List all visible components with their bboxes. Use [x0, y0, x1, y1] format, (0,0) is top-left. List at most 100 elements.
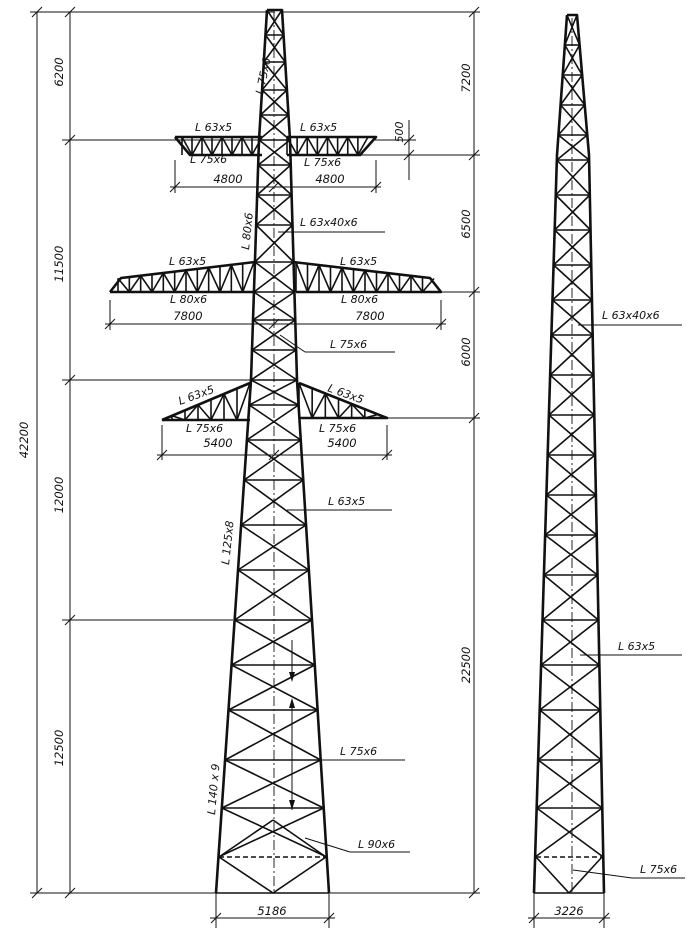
lattice-member: [352, 270, 366, 293]
lattice-member: [357, 136, 369, 156]
lattice-member: [410, 275, 424, 293]
lattice-member: [421, 277, 435, 293]
lattice-member: [243, 479, 307, 526]
lattice-member: [240, 479, 304, 526]
dim-left-2: 11500: [52, 246, 66, 283]
arm-mid-right-chord: L 63x5: [340, 255, 377, 268]
lattice-member: [337, 403, 353, 419]
leader-side-bottom: [572, 869, 633, 879]
lattice-member: [398, 275, 412, 293]
lattice-member: [544, 494, 597, 536]
lattice-member: [364, 270, 378, 293]
lattice-member: [151, 272, 165, 293]
lattice-member: [559, 74, 583, 106]
lattice-member: [255, 224, 295, 263]
arm-mid-right-span: 7800: [355, 309, 384, 323]
tower-side-view: 3226 L 63x40x6 L 63x5 L 75x6: [528, 13, 685, 928]
lattice-member: [197, 404, 212, 421]
lattice-member: [221, 807, 328, 858]
arm-top-right-span: 4800: [315, 172, 344, 186]
front-lattice: [218, 9, 328, 858]
arm-low-left-bottom: L 75x6: [186, 422, 223, 435]
arm-top-left-span: 4800: [213, 172, 242, 186]
lattice-member: [171, 415, 186, 421]
lattice-member: [237, 524, 307, 571]
arm-top: [169, 135, 382, 193]
lattice-member: [543, 534, 598, 576]
lattice-member: [250, 349, 297, 381]
arm-low-right-bottom: L 75x6: [319, 422, 356, 435]
lattice-member: [263, 61, 288, 91]
lattice-member: [551, 264, 592, 301]
lattice-member: [539, 664, 600, 711]
lattice-member: [326, 136, 339, 156]
lattice-member: [298, 382, 313, 419]
member-base-brace: L 90x6: [358, 838, 395, 851]
front-base: [210, 819, 335, 928]
arm-low-left-span: 5400: [203, 436, 232, 450]
arm-middle: [104, 260, 447, 330]
lattice-member: [191, 136, 203, 156]
lattice-member: [237, 569, 313, 621]
lattice-member: [549, 334, 594, 376]
lattice-member: [223, 393, 238, 421]
lattice-member: [336, 136, 349, 156]
lattice-member: [547, 414, 595, 456]
member-mast-upper: L 80x6: [239, 212, 256, 250]
lattice-member: [241, 136, 253, 156]
side-lattice: [534, 14, 604, 858]
lattice-member: [230, 264, 244, 293]
lattice-member: [241, 261, 255, 293]
side-member-bottom: L 75x6: [640, 863, 677, 876]
lattice-member: [540, 619, 599, 666]
lattice-member: [221, 759, 322, 809]
lattice-member: [542, 574, 599, 621]
top-arm-gap-dimension: [375, 120, 416, 180]
arm-top-left-chord: L 63x5: [195, 121, 232, 134]
leader-base-brace: [304, 837, 351, 853]
lattice-member: [364, 413, 379, 419]
lattice-member: [210, 393, 225, 421]
lattice-member: [341, 267, 355, 293]
lattice-member: [248, 404, 302, 441]
lattice-member: [306, 136, 319, 156]
arm-mid-right-bottom: L 80x6: [341, 293, 378, 306]
lattice-member: [243, 439, 302, 481]
lattice-member: [246, 439, 304, 481]
lattice-member: [311, 393, 327, 419]
side-member-middle: L 63x5: [618, 640, 655, 653]
dim-right-2: 6500: [459, 209, 473, 238]
lattice-member: [324, 393, 340, 419]
lattice-member: [562, 44, 581, 76]
arm-low-right-span: 5400: [327, 436, 356, 450]
lattice-member: [329, 267, 343, 293]
lattice-member: [295, 262, 309, 293]
lattice-member: [375, 272, 389, 293]
lattice-member: [266, 9, 285, 36]
lattice-member: [224, 759, 325, 809]
lattice-member: [224, 709, 318, 761]
dim-left-1: 6200: [52, 57, 66, 86]
lattice-member: [261, 89, 290, 116]
lattice-member: [219, 264, 233, 293]
arm-lower: [156, 381, 393, 461]
lattice-member: [347, 136, 359, 156]
lattice-member: [211, 136, 223, 156]
lattice-member: [264, 9, 283, 36]
dim-right-1: 7200: [459, 63, 473, 92]
lattice-member: [254, 224, 294, 263]
side-base: [528, 856, 610, 928]
member-brace-lower: L 63x5: [328, 495, 365, 508]
lattice-member: [196, 267, 210, 293]
lattice-member: [260, 114, 291, 141]
lattice-member: [234, 619, 316, 666]
arm-mid-left-chord: L 63x5: [169, 255, 206, 268]
lattice-member: [221, 136, 233, 156]
arm-top-right-chord: L 63x5: [300, 121, 337, 134]
lattice-member: [564, 14, 578, 46]
dim-right-4: 22500: [459, 647, 473, 684]
dim-right-3: 6000: [459, 337, 473, 366]
lattice-member: [128, 275, 142, 293]
lattice-member: [251, 136, 263, 156]
lattice-member: [240, 524, 310, 571]
